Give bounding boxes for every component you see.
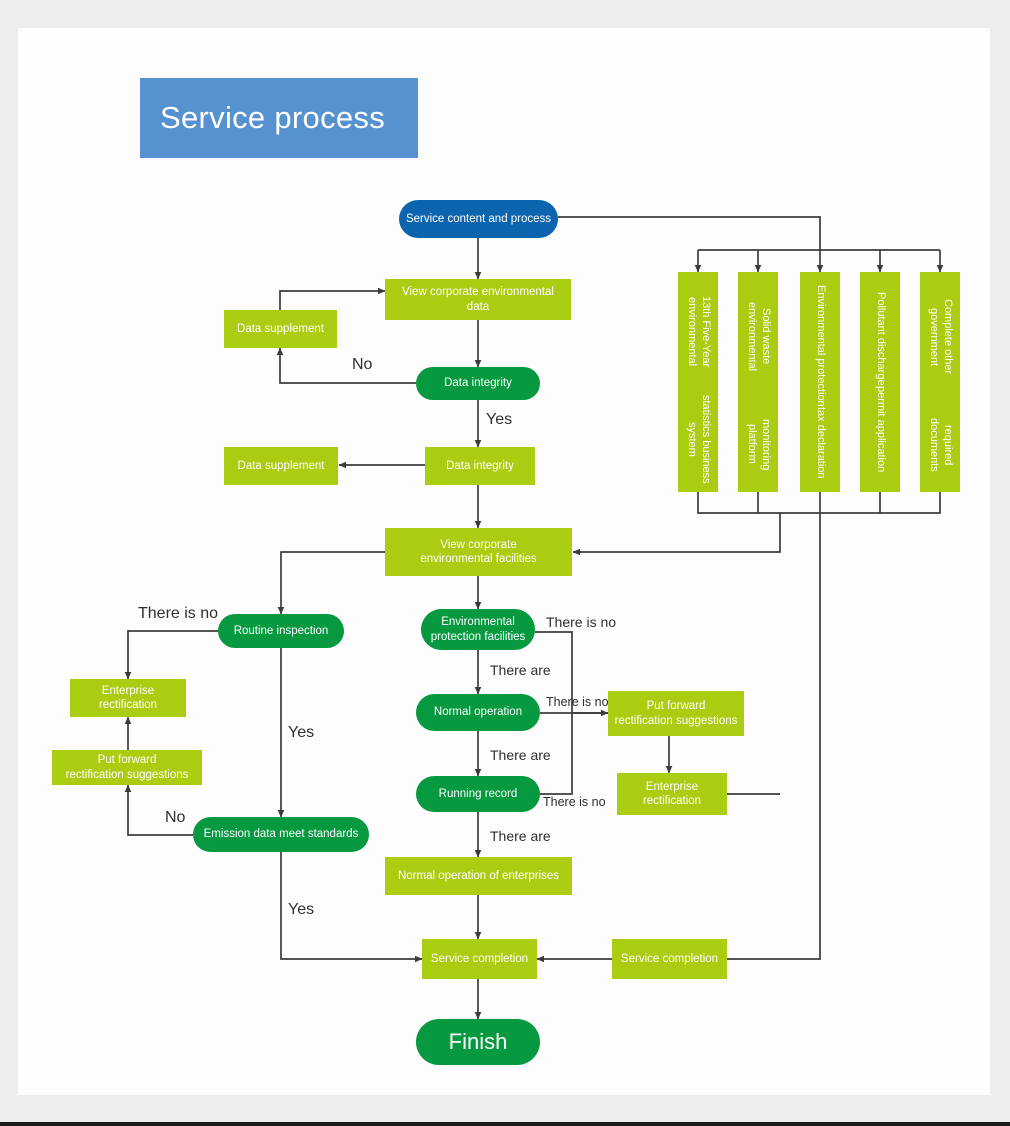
- node-view-corporate-environmental-facilities[interactable]: View corporate environmental facilities: [385, 528, 572, 576]
- node-column-0-line2: statistics business system: [686, 395, 712, 484]
- page-title: Service process: [160, 100, 386, 135]
- node-column-2-line1: Environmental protection: [814, 285, 827, 408]
- node-data-integrity-2-label: Data integrity: [446, 459, 514, 472]
- node-data-supplement-1[interactable]: Data supplement: [224, 310, 337, 348]
- node-column-other-documents[interactable]: Complete other government required docum…: [920, 272, 960, 492]
- node-column-1-line1: Solid waste environmental: [746, 301, 772, 371]
- node-view-corporate-environmental-data[interactable]: View corporate environmental data: [385, 279, 571, 320]
- edge-label-yes-left: Yes: [288, 724, 315, 741]
- node-service-completion-left-label: Service completion: [430, 952, 529, 965]
- edge-label-there-are-2: There are: [490, 747, 551, 763]
- node-running-record[interactable]: Running record: [416, 776, 540, 812]
- node-service-completion-right[interactable]: Service completion: [612, 939, 727, 979]
- node-enterprise-rectification-right[interactable]: Enterprise rectification: [617, 773, 727, 815]
- node-column-tax-declaration[interactable]: Environmental protection tax declaration: [800, 272, 840, 492]
- node-column-1-line2: monitoring platform: [746, 418, 772, 470]
- node-service-completion-right-label: Service completion: [620, 952, 719, 965]
- edge-label-there-are-3: There are: [490, 828, 551, 844]
- node-ent-rect-left-line1: Enterprise: [101, 684, 155, 697]
- edge-label-yes-1: Yes: [486, 411, 513, 428]
- node-routine-inspection-label: Routine inspection: [233, 624, 329, 637]
- node-start[interactable]: Service content and process: [399, 200, 558, 238]
- node-ent-rect-right-line2: rectification: [642, 795, 702, 807]
- node-view-data-label: View corporate environmental data: [402, 286, 554, 313]
- node-put-forward-right-line2: rectification suggestions: [614, 714, 738, 727]
- node-column-4-line2: required documents: [928, 418, 954, 472]
- node-put-forward-rectification-suggestions-left[interactable]: Put forward rectification suggestions: [52, 750, 202, 785]
- node-ent-rect-left-line2: rectification: [98, 699, 158, 711]
- node-epf-line2: protection facilities: [430, 630, 526, 643]
- node-routine-inspection[interactable]: Routine inspection: [218, 614, 344, 648]
- node-ent-rect-right-line1: Enterprise: [645, 780, 699, 793]
- edge-label-there-is-no-epf: There is no: [546, 614, 617, 630]
- node-column-0-line1: 13th Five-Year environmental: [686, 295, 712, 367]
- node-data-integrity-1[interactable]: Data integrity: [416, 367, 540, 400]
- node-data-integrity-2[interactable]: Data integrity: [425, 447, 535, 485]
- node-normal-operation[interactable]: Normal operation: [416, 694, 540, 731]
- title-banner: Service process: [140, 78, 418, 158]
- node-start-label: Service content and process: [405, 212, 552, 225]
- node-column-2-line2: tax declaration: [814, 407, 827, 479]
- edge-label-no-1: No: [352, 356, 373, 373]
- node-view-facilities-line1: View corporate: [440, 538, 517, 551]
- node-data-supplement-2-label: Data supplement: [237, 459, 325, 472]
- node-column-4-line1: Complete other government: [928, 299, 954, 375]
- node-normal-op-enterprises-label: Normal operation of enterprises: [397, 869, 560, 882]
- node-column-13th-five-year[interactable]: 13th Five-Year environmental statistics …: [678, 272, 718, 492]
- node-put-forward-rectification-suggestions-right[interactable]: Put forward rectification suggestions: [608, 691, 744, 736]
- node-data-integrity-1-label: Data integrity: [444, 377, 512, 390]
- node-finish-label: Finish: [448, 1029, 508, 1055]
- node-column-discharge-permit[interactable]: Pollutant discharge permit application: [860, 272, 900, 492]
- node-running-record-label: Running record: [438, 787, 518, 800]
- edge-label-yes-left-2: Yes: [288, 901, 315, 918]
- node-column-3-line2: permit application: [874, 385, 887, 472]
- node-view-facilities-line2: environmental facilities: [420, 553, 537, 565]
- node-emission-standards-label: Emission data meet standards: [203, 828, 359, 841]
- node-put-forward-left-line1: Put forward: [97, 754, 157, 767]
- node-epf-line1: Environmental: [441, 616, 515, 629]
- node-finish[interactable]: Finish: [416, 1019, 540, 1065]
- node-service-completion-left[interactable]: Service completion: [422, 939, 537, 979]
- node-environmental-protection-facilities[interactable]: Environmental protection facilities: [421, 609, 535, 650]
- node-column-solid-waste[interactable]: Solid waste environmental monitoring pla…: [738, 272, 778, 492]
- node-enterprise-rectification-left[interactable]: Enterprise rectification: [70, 679, 186, 717]
- edge-label-there-is-no-running: There is no: [543, 795, 606, 809]
- edge-label-no-left: No: [165, 809, 186, 826]
- node-column-3-line1: Pollutant discharge: [874, 292, 887, 386]
- node-data-supplement-1-label: Data supplement: [237, 322, 324, 335]
- node-normal-operation-of-enterprises[interactable]: Normal operation of enterprises: [385, 857, 572, 895]
- edge-label-there-is-no-normal: There is no: [546, 695, 609, 709]
- node-put-forward-right-line1: Put forward: [646, 700, 706, 713]
- node-normal-operation-label: Normal operation: [433, 706, 523, 719]
- edge-label-there-is-no-left: There is no: [138, 605, 219, 622]
- node-put-forward-left-line2: rectification suggestions: [65, 768, 189, 781]
- node-emission-data-meet-standards[interactable]: Emission data meet standards: [193, 817, 369, 852]
- edge-label-there-are-1: There are: [490, 662, 551, 678]
- bottom-bar: [0, 1122, 1010, 1126]
- node-data-supplement-2[interactable]: Data supplement: [224, 447, 338, 485]
